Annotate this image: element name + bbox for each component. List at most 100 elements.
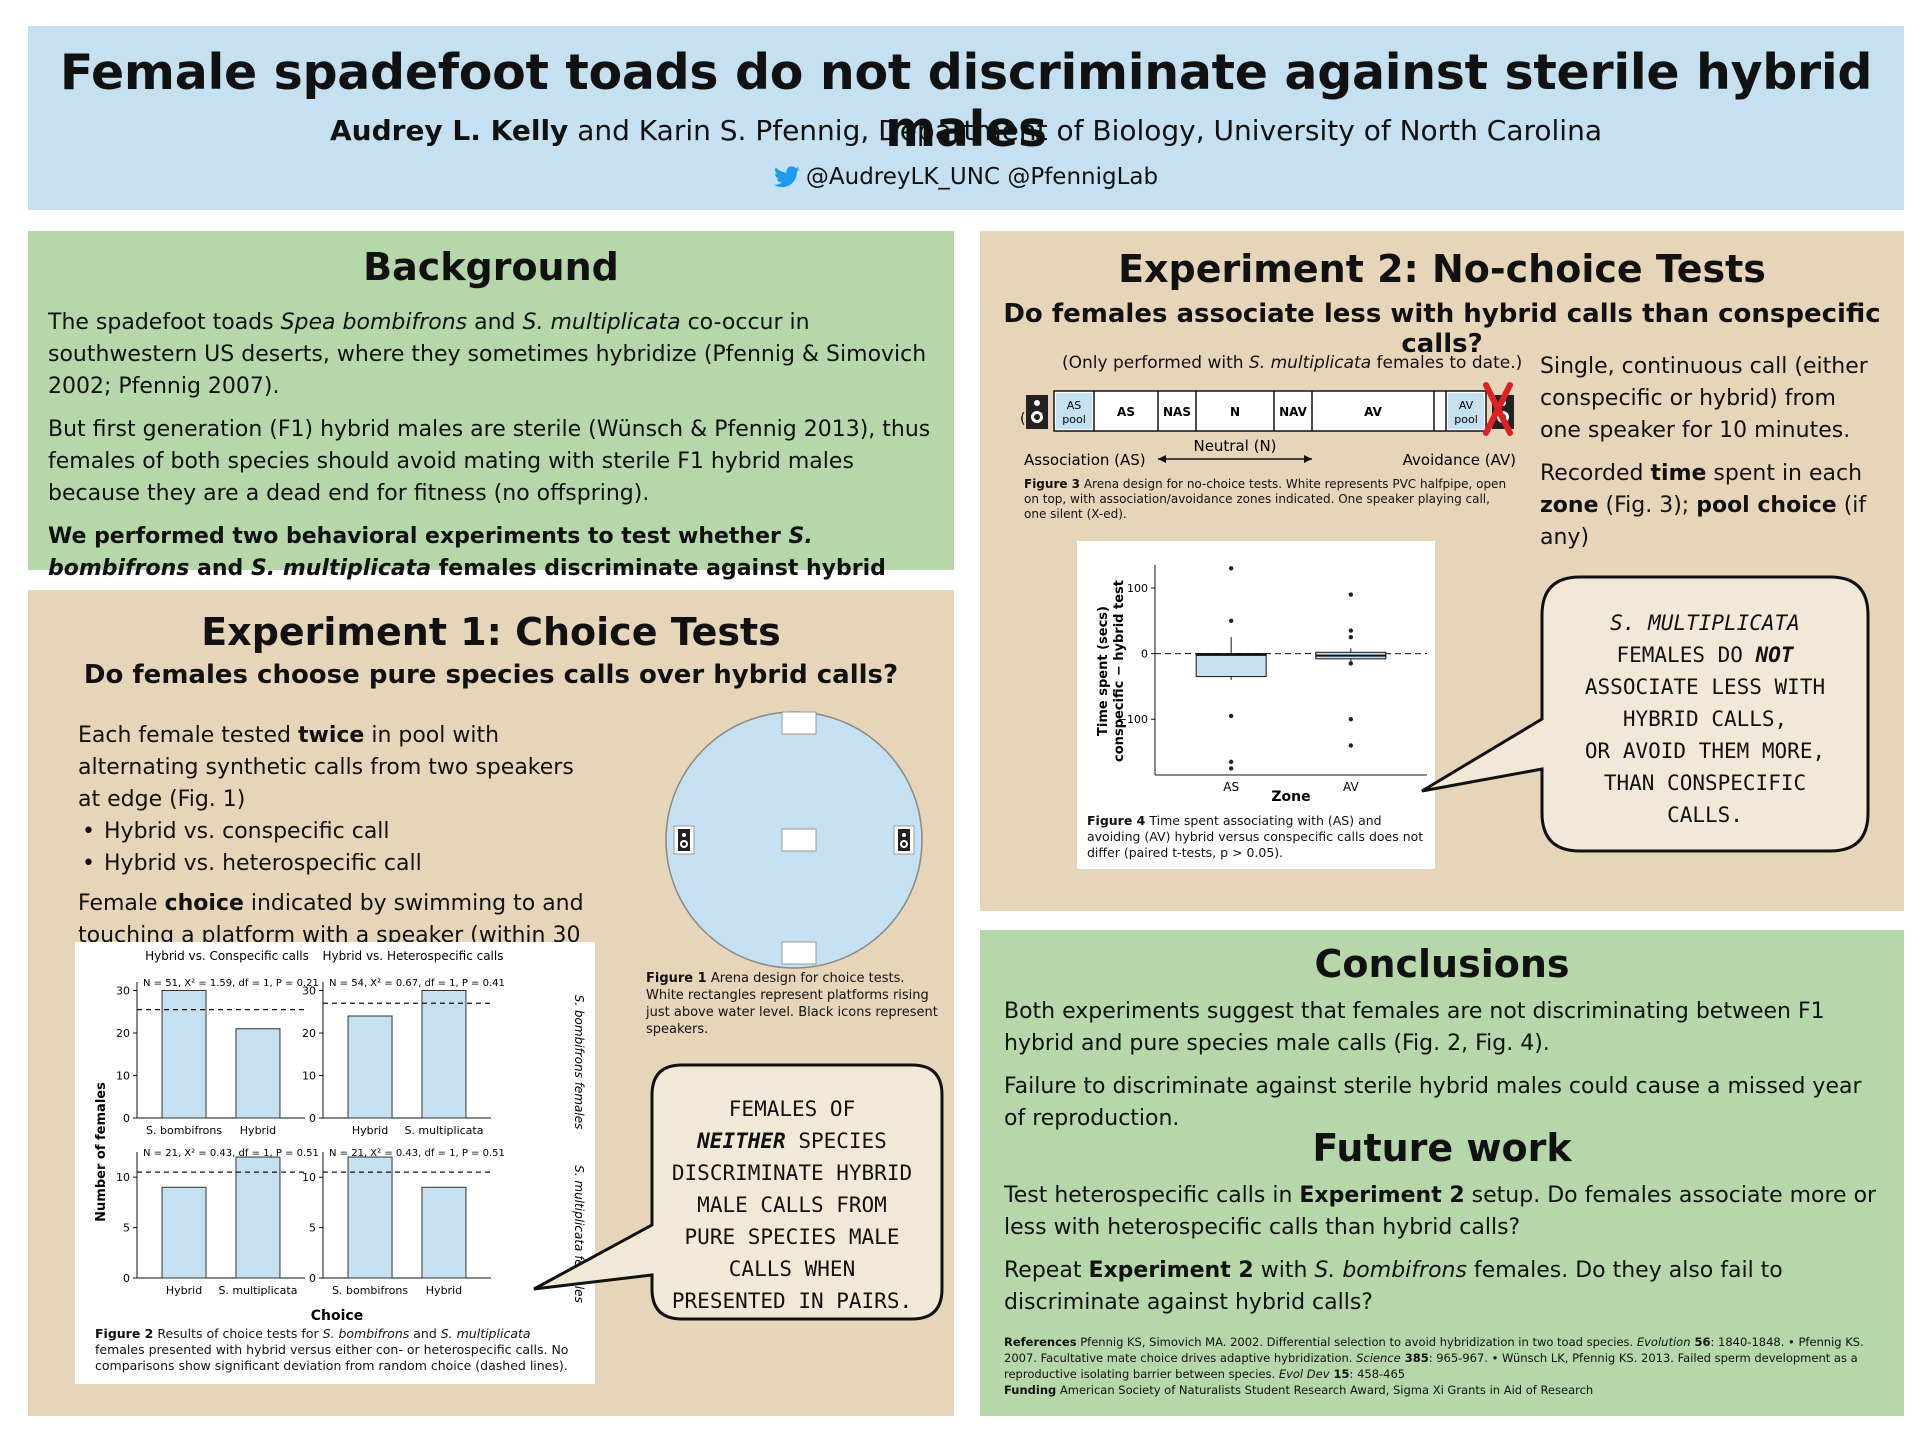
y-tick-label: 10 — [116, 1171, 130, 1184]
bar-chart-panel: N = 21, X² = 0.43, df = 1, P = 0.510510S… — [302, 1148, 505, 1297]
av-pool-zone — [1448, 393, 1484, 429]
conclusions-text: Both experiments suggest that females ar… — [1004, 996, 1888, 1146]
outlier-point — [1228, 766, 1234, 771]
figure-3-arena: ( AS pool AS NAS N NAV AV AV pool Neutra… — [1020, 382, 1516, 469]
zone-label: AS — [1117, 405, 1135, 419]
svg-text:(: ( — [1020, 411, 1025, 427]
bar-chart-panel: N = 21, X² = 0.43, df = 1, P = 0.510510H… — [116, 1148, 319, 1297]
figure-2-y-axis-label: Number of females — [94, 1082, 109, 1222]
figure-4-caption: Figure 4 Time spent associating with (AS… — [1087, 813, 1424, 860]
handles-text: @AudreyLK_UNC @PfennigLab — [805, 164, 1159, 190]
x-tick-label: Hybrid — [166, 1284, 202, 1297]
x-mark-icon — [1483, 382, 1513, 436]
chart-annotation: N = 21, X² = 0.43, df = 1, P = 0.51 — [329, 1148, 505, 1159]
background-section: Background The spadefoot toads Spea bomb… — [28, 231, 954, 613]
x-tick-label: Hybrid — [240, 1124, 276, 1137]
bar — [347, 1015, 393, 1119]
outlier-point — [1348, 628, 1354, 633]
first-author: Audrey L. Kelly — [329, 114, 569, 147]
figure-2-caption: Figure 2 Results of choice tests for S. … — [95, 1326, 569, 1373]
experiment-1-section: Experiment 1: Choice Tests Do females ch… — [28, 590, 954, 1416]
future-work-paragraph-1: Test heterospecific calls in Experiment … — [1004, 1183, 1877, 1240]
conclusions-title: Conclusions — [1314, 942, 1570, 986]
experiment-1-paragraph-1: Each female tested twice in pool with al… — [78, 723, 574, 812]
zone-label: AS — [1067, 399, 1082, 412]
platform — [781, 711, 817, 735]
poster-title: Female spadefoot toads do not discrimina… — [59, 44, 1873, 158]
y-tick-label: 20 — [116, 1027, 130, 1040]
conclusions-paragraph-2: Failure to discriminate against sterile … — [1004, 1074, 1862, 1131]
speaker-icon — [893, 825, 915, 855]
figure-4-y-axis-label: conspecific − hybrid test — [1112, 580, 1127, 762]
zone-label: pool — [1062, 413, 1086, 426]
outlier-point — [1228, 618, 1234, 623]
conclusions-paragraph-1: Both experiments suggest that females ar… — [1004, 999, 1825, 1056]
poster-header: Female spadefoot toads do not discrimina… — [28, 26, 1904, 210]
bar — [235, 1028, 281, 1119]
bar-chart-panel: Hybrid vs. Heterospecific calls N = 54, X… — [302, 949, 505, 1137]
halfpipe — [1053, 390, 1487, 432]
speech-bubble-shape — [533, 1063, 944, 1321]
experiment-2-paragraph-1: Single, continuous call (either conspeci… — [1540, 354, 1868, 443]
bar — [421, 990, 467, 1119]
figure-4-box-plot: Time spent (secs) conspecific − hybrid t… — [1096, 565, 1427, 805]
list-item: Hybrid vs. heterospecific call — [78, 848, 598, 880]
figure-1-caption: Figure 1 Arena design for choice tests. … — [646, 971, 938, 1037]
funding-text: Funding American Society of Naturalists … — [1004, 1383, 1594, 1397]
bar — [161, 990, 207, 1119]
twitter-bird-icon — [773, 166, 800, 188]
box — [1195, 653, 1267, 678]
experiment-1-question: Do females choose pure species calls ove… — [83, 660, 899, 690]
x-tick-label: Hybrid — [352, 1124, 388, 1137]
chart-annotation: N = 21, X² = 0.43, df = 1, P = 0.51 — [143, 1148, 319, 1159]
figure-2-row-1-label: S. bombifrons females — [572, 995, 586, 1130]
speech-bubble-2-text: S. multiplicata females do not associate… — [1584, 611, 1826, 827]
y-tick-label: 100 — [1127, 582, 1148, 595]
bar — [235, 1156, 281, 1279]
neutral-label: Neutral (N) — [1193, 437, 1276, 455]
y-tick-label: 30 — [116, 985, 130, 998]
y-tick-label: 0 — [123, 1272, 130, 1285]
zone-label: NAV — [1279, 405, 1308, 419]
other-authors: and Karin S. Pfennig, Department of Biol… — [568, 114, 1602, 147]
bar — [347, 1156, 393, 1279]
y-tick-label: 20 — [302, 1027, 316, 1040]
outlier-point — [1348, 661, 1354, 666]
chart-annotation: N = 54, X² = 0.67, df = 1, P = 0.41 — [329, 978, 505, 989]
x-tick-label: S. multiplicata — [218, 1284, 297, 1297]
references-text: References Pfennig KS, Simovich MA. 2002… — [1004, 1335, 1864, 1381]
figure-2-x-axis-label: Choice — [311, 1308, 363, 1322]
figure-3-caption: Figure 3 Arena design for no-choice test… — [1024, 477, 1507, 521]
y-tick-label: 0 — [123, 1112, 130, 1125]
figure-4: Time spent (secs) conspecific − hybrid t… — [1077, 541, 1435, 869]
chart-title: Hybrid vs. Heterospecific calls — [323, 949, 504, 963]
experiment-2-note: (Only performed with S. multiplicata fem… — [1062, 353, 1523, 373]
y-tick-label: 0 — [309, 1112, 316, 1125]
bar — [161, 1186, 207, 1279]
x-tick-label: AS — [1223, 780, 1239, 794]
y-tick-label: 0 — [309, 1272, 316, 1285]
experiment-2-paragraph-2: Recorded time spent in each zone (Fig. 3… — [1540, 461, 1867, 550]
y-tick-label: −100 — [1118, 713, 1148, 726]
experiment-2-question: Do females associate less with hybrid ca… — [1003, 299, 1881, 359]
outlier-point — [1348, 743, 1354, 748]
outlier-point — [1348, 717, 1354, 722]
zone-label: NAS — [1163, 405, 1191, 419]
list-item: Hybrid vs. conspecific call — [78, 816, 598, 848]
y-tick-label: 10 — [302, 1070, 316, 1083]
chart-title: Hybrid vs. Conspecific calls — [145, 949, 309, 963]
future-work-paragraph-2: Repeat Experiment 2 with S. bombifrons f… — [1004, 1258, 1783, 1315]
speaker-icon — [673, 825, 695, 855]
speech-bubble-2: S. multiplicata females do not associate… — [1421, 569, 1870, 859]
x-tick-label: AV — [1343, 780, 1359, 794]
outlier-point — [1348, 634, 1354, 640]
chart-annotation: N = 51, X² = 1.59, df = 1, P = 0.21 — [143, 978, 319, 989]
experiment-2-text: Single, continuous call (either conspeci… — [1540, 351, 1880, 565]
x-tick-label: Hybrid — [426, 1284, 462, 1297]
x-tick-label: S. multiplicata — [404, 1124, 483, 1137]
experiment-2-section: Experiment 2: No-choice Tests Do females… — [980, 231, 1904, 911]
x-tick-label: S. bombifrons — [146, 1124, 222, 1137]
box-group: AV — [1315, 592, 1387, 794]
background-text: The spadefoot toads Spea bombifrons and … — [48, 307, 938, 628]
